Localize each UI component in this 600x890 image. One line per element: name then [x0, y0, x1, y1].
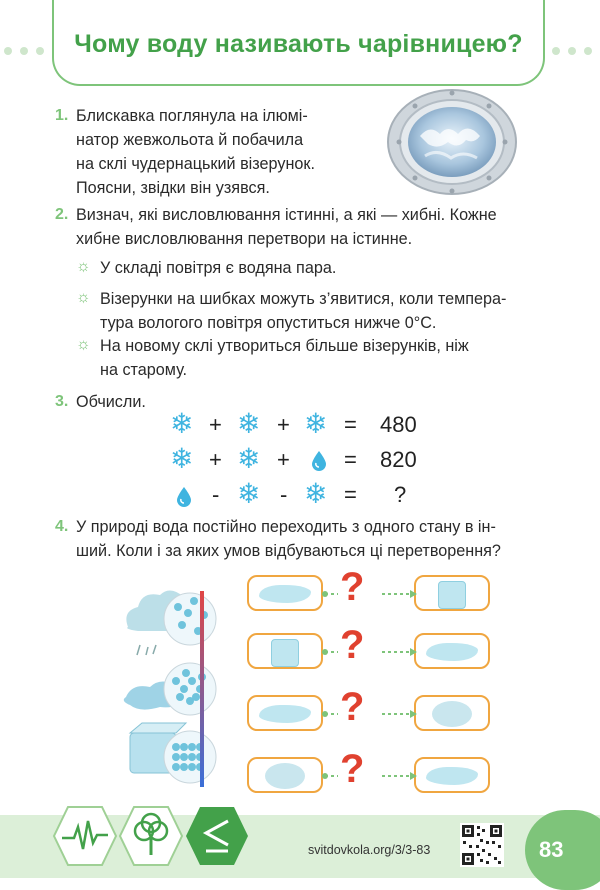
- task-3-text: Обчисли.: [76, 393, 146, 411]
- state-box-ice: [414, 575, 490, 611]
- state-box-puddle: [414, 757, 490, 793]
- minus-sign: -: [280, 482, 288, 507]
- water-drop-icon: [177, 487, 191, 507]
- statement-1: У складі повітря є водяна пара.: [100, 256, 550, 280]
- task-4-line: ший. Коли і за яких умов відбуваються ці…: [76, 542, 501, 560]
- task-1-line: натор жевжольота й побачила: [76, 131, 304, 149]
- question-mark-icon: ?: [340, 747, 365, 791]
- tree-hex-icon: [118, 806, 184, 866]
- state-box-cloud: [247, 757, 323, 793]
- question-mark-icon: ?: [340, 565, 365, 609]
- sun-bullet-icon: ☼: [76, 336, 91, 353]
- task-4-number: 4.: [55, 518, 69, 535]
- footer-url[interactable]: svitdovkola.org/3/3-83: [308, 843, 431, 857]
- task-1-line: Блискавка поглянула на ілюмі-: [76, 107, 308, 125]
- snowflake-icon: ❄: [237, 478, 261, 509]
- equals-sign: =: [344, 412, 357, 437]
- task-2-text: Визнач, які висловлювання істинні, а які…: [76, 203, 566, 251]
- plus-sign: +: [277, 412, 290, 437]
- snowflake-icon: ❄: [170, 408, 194, 439]
- water-states-illustration: [123, 590, 217, 787]
- state-box-puddle: [247, 575, 323, 611]
- snowflake-icon: ❄: [304, 478, 328, 509]
- statement-2: Візерунки на шибках можуть з’явитися, ко…: [100, 287, 555, 335]
- task-4-line: У природі вода постійно переходить з одн…: [76, 518, 496, 536]
- result-820: 820: [380, 447, 417, 472]
- statement-line: Візерунки на шибках можуть з’явитися, ко…: [100, 290, 507, 308]
- state-box-ice: [247, 633, 323, 669]
- task-1-line: на склі чудернацький візерунок.: [76, 155, 315, 173]
- task-4-text: У природі вода постійно переходить з одн…: [76, 515, 566, 563]
- state-box-puddle: [414, 633, 490, 669]
- page-title: Чому воду називають чарівницею?: [74, 30, 523, 58]
- task-2-number: 2.: [55, 206, 69, 223]
- snowflake-icon: ❄: [237, 443, 261, 474]
- porthole-image: [387, 89, 517, 195]
- header-frame: [52, 0, 545, 86]
- heartbeat-hex-icon: [52, 806, 118, 866]
- task-2-line: хибне висловлювання перетвори на істинне…: [76, 230, 413, 248]
- task-1-number: 1.: [55, 107, 69, 124]
- equals-sign: =: [344, 482, 357, 507]
- result-unknown: ?: [394, 482, 407, 507]
- task-1-text: Блискавка поглянула на ілюмі- натор жевж…: [76, 104, 386, 200]
- state-box-cloud: [414, 695, 490, 731]
- sun-bullet-icon: ☼: [76, 289, 91, 306]
- equals-sign: =: [344, 447, 357, 472]
- task-2-line: Визнач, які висловлювання істинні, а які…: [76, 206, 497, 224]
- snowflake-icon: ❄: [304, 408, 328, 439]
- state-box-puddle: [247, 695, 323, 731]
- water-drop-icon: [312, 451, 326, 471]
- result-480: 480: [380, 412, 417, 437]
- question-mark-icon: ?: [340, 685, 365, 729]
- minus-sign: -: [212, 482, 220, 507]
- plus-sign: +: [277, 447, 290, 472]
- plus-sign: +: [209, 447, 222, 472]
- task-3-number: 3.: [55, 393, 69, 410]
- statement-line: тура вологого повітря опуститься нижче 0…: [100, 314, 437, 332]
- qr-code-icon[interactable]: [460, 823, 504, 867]
- task-1-line: Поясни, звідки він узявся.: [76, 179, 270, 197]
- statement-line: на старому.: [100, 361, 188, 379]
- snowflake-icon: ❄: [170, 443, 194, 474]
- snowflake-icon: ❄: [237, 408, 261, 439]
- statement-line: У складі повітря є водяна пара.: [100, 259, 337, 277]
- statement-3: На новому склі утвориться більше візерун…: [100, 334, 555, 382]
- statement-line: На новому склі утвориться більше візерун…: [100, 337, 469, 355]
- arrow-connectors: [322, 590, 417, 780]
- plus-sign: +: [209, 412, 222, 437]
- less-than-hex-icon: [186, 807, 248, 865]
- page-number: 83: [525, 810, 600, 890]
- sun-bullet-icon: ☼: [76, 258, 91, 275]
- question-mark-icon: ?: [340, 623, 365, 667]
